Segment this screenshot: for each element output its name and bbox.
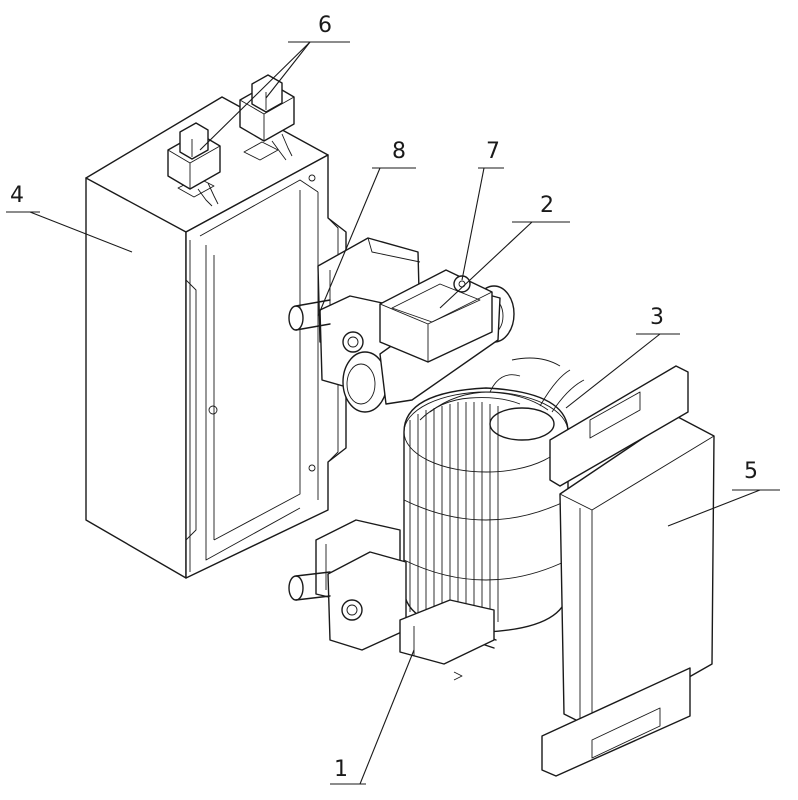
label-2: 2 [540,193,554,218]
label-8: 8 [392,139,406,164]
terminal-right-part-6 [240,75,294,160]
label-5: 5 [744,459,758,484]
label-1: 1 [334,757,348,782]
toroidal-coil-part-3 [404,358,584,648]
label-4: 4 [10,183,24,208]
terminal-left-part-6 [168,123,220,206]
label-6: 6 [318,13,332,38]
label-3: 3 [650,305,664,330]
label-7: 7 [486,139,500,164]
